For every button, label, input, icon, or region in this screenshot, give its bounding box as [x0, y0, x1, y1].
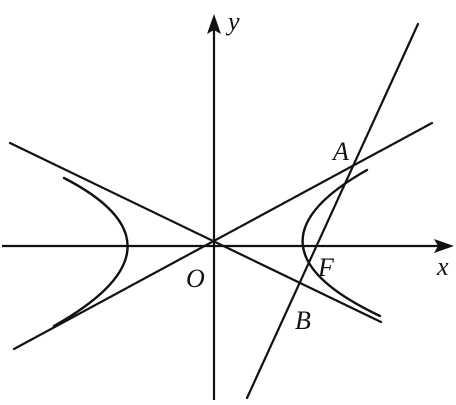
- focus-label: F: [317, 253, 335, 282]
- x-axis-arrow-icon: [434, 239, 454, 253]
- line-ab: [245, 22, 420, 400]
- y-axis-label: y: [225, 7, 240, 36]
- asymptote-negative: [8, 141, 383, 324]
- point-a-label: A: [331, 137, 349, 166]
- point-b-label: B: [295, 306, 311, 335]
- hyperbola-right-branch: [301, 168, 382, 318]
- origin-label: O: [186, 264, 205, 293]
- x-axis-label: x: [436, 252, 449, 281]
- y-axis-arrow-icon: [207, 14, 221, 34]
- asymptote-positive: [12, 121, 434, 351]
- hyperbola-left-branch: [52, 176, 129, 328]
